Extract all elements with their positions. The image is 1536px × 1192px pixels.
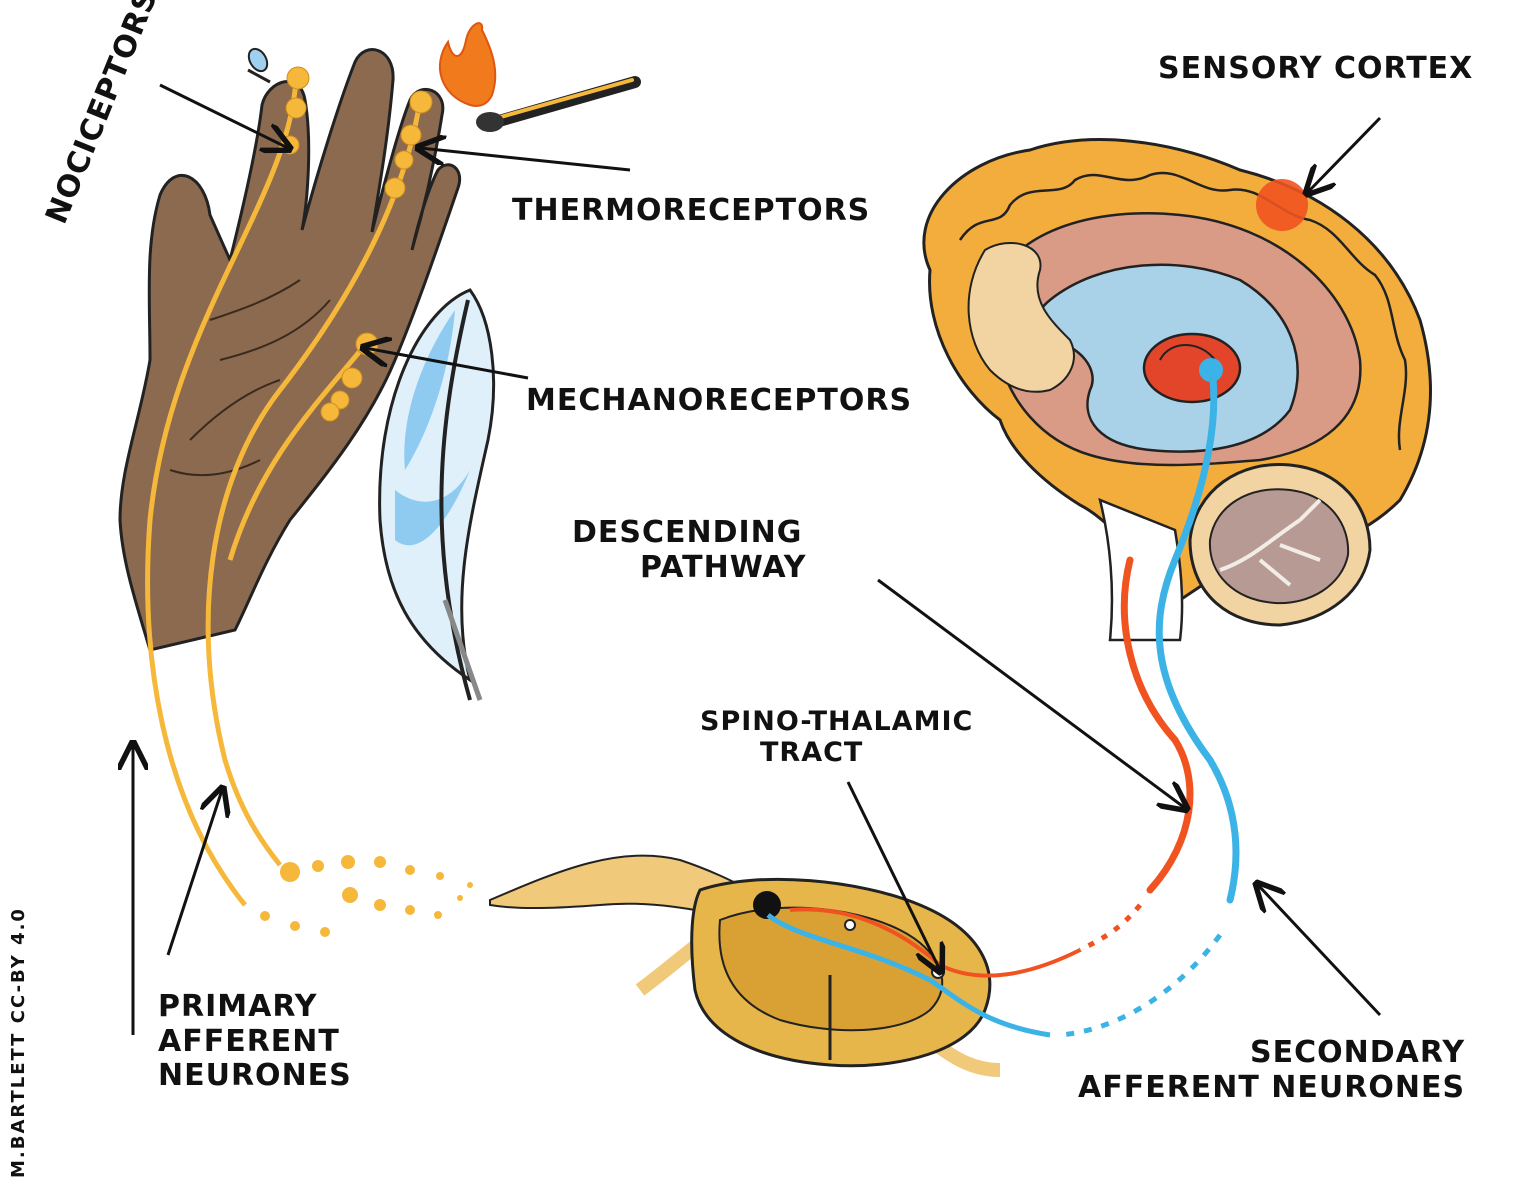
descending-tract-line [1120,556,1194,894]
thermoreceptor-dot [400,124,422,146]
nociceptor-dot [285,97,307,119]
primary-afferent-arrow-2 [166,790,222,956]
primary-neuron-dotted-path [260,855,473,937]
mechanoreceptors-arrow [365,348,529,380]
nociceptors-arrow [159,83,288,148]
cerebellum-core [1208,488,1350,605]
brain-gyri [958,171,1408,451]
nociceptor-dot [286,66,310,90]
flame-icon [439,22,497,107]
pin-icon [247,68,271,84]
thermoreceptors-arrow [420,148,631,172]
palm-crease-3 [189,379,281,441]
spinothalamic-line2: TRACT [760,737,864,769]
feather-blue-1 [404,310,455,470]
descending-pathway-arrow [877,578,1185,808]
ascending-tract-dotted [1059,933,1223,1038]
descending-pathway-line1: DESCENDING [572,515,803,550]
spinothalamic-tract-label: SPINO-THALAMIC TRACT [700,706,973,768]
brain-limbic-region [967,241,1075,393]
thermoreceptors-label: THERMORECEPTORS [512,193,871,228]
thalamus-detail [1159,344,1216,361]
mechanoreceptors-label: MECHANORECEPTORS [526,383,913,418]
sensory-cortex-label: SENSORY CORTEX [1158,51,1474,86]
spinothalamic-line1: SPINO-THALAMIC [700,706,974,737]
primary-neuron-line-2 [205,99,423,867]
hand-shape [118,48,462,652]
primary-neuron-line-3 [227,343,367,561]
hand-illustration [118,47,462,907]
palm-crease-2 [219,299,331,361]
match-stick-highlight [488,78,634,122]
cerebellum-arbor [1219,498,1322,587]
palm-crease-1 [209,279,301,321]
feather-quill [439,299,472,701]
central-canal [844,919,856,931]
descending-tract-dotted [1078,903,1142,953]
match-head [476,112,504,132]
thermoreceptor-dot [394,150,414,170]
author-credit: M.BARTLETT CC-BY 4.0 [8,907,29,1178]
thermoreceptor-dot [384,177,406,199]
primary-line3: NEURONES [158,1058,352,1093]
feather-blue-2 [395,470,470,546]
secondary-afferent-arrow [1258,885,1382,1017]
brain-illustration [922,138,1432,642]
wrist-crease [169,459,261,477]
secondary-line2: AFFERENT NEURONES [1078,1069,1466,1105]
descending-pathway-line2: PATHWAY [640,549,807,585]
feather-illustration [378,288,496,701]
feather-quill-tip [442,599,483,701]
sensory-cortex-arrow [1308,116,1382,192]
match-illustration [439,22,641,132]
mechanoreceptor-dot [355,332,379,356]
mechanoreceptor-dot [341,367,363,389]
secondary-line1: SECONDARY [1250,1035,1466,1070]
thermoreceptor-dot [409,90,433,114]
match-stick [479,76,641,131]
secondary-afferent-neurones-label: SECONDARY AFFERENT NEURONES [1078,1035,1466,1105]
thalamus-neuron-dot [1199,358,1223,382]
ascending-tract-line [1155,366,1240,904]
dorsal-root-ganglion [753,891,781,919]
receptor-dots [280,66,433,422]
descending-pathway-label: DESCENDING PATHWAY [572,515,807,585]
pin-head [247,47,269,73]
primary-line1: PRIMARY [158,989,318,1024]
thalamus [1142,332,1242,404]
primary-neuron-line-1 [145,77,299,907]
spinal-cord-illustration [489,854,1001,1077]
sensory-cortex-highlight [1256,179,1308,231]
primary-afferent-neurones-label: PRIMARY AFFERENT NEURONES [158,989,352,1094]
mechanoreceptor-dot [320,402,340,422]
primary-line2: AFFERENT [158,1023,340,1059]
label-arrows [133,83,1382,1035]
spinothalamic-arrow [846,781,940,970]
